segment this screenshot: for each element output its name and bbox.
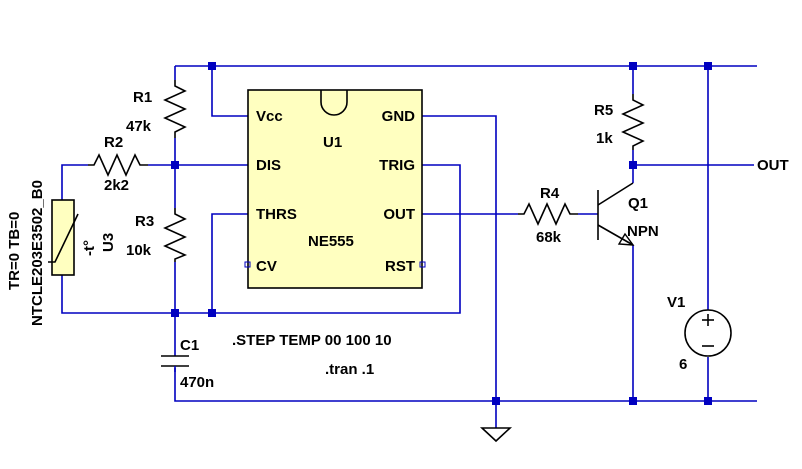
junction-dot [704,397,712,405]
r3-value-label: 10k [126,242,152,259]
junction-dot [208,309,216,317]
u1-body [247,89,423,289]
q1-collector [597,182,634,206]
r5-zigzag [621,94,645,150]
wires [61,65,757,428]
r1-value-label: 47k [126,118,152,135]
wire-thrs [211,213,248,313]
r3-zigzag [163,208,188,262]
q1-type-label: NPN [627,223,659,240]
junction-dot [629,161,637,169]
u3-model-label: NTCLE203E3502_B0 [29,180,46,326]
r1-name-label: R1 [133,89,152,106]
r3-name-label: R3 [135,213,154,230]
r2-value-label: 2k2 [104,177,129,194]
r4-zigzag [518,202,578,226]
r2-zigzag [88,153,148,177]
resistor-r2[interactable]: R2 2k2 [88,134,148,194]
step-directive[interactable]: .STEP TEMP 00 100 10 [232,332,392,349]
thermistor-u3[interactable]: -t° U3 TR=0 TB=0 NTCLE203E3502_B0 [6,180,117,326]
junction-dot [492,397,500,405]
c1-name-label: C1 [180,337,199,354]
wire-c1-bot [174,368,757,402]
capacitor-c1[interactable]: C1 470n [161,332,214,391]
pin-rst-label: RST [385,258,415,275]
pin-dis-label: DIS [256,157,281,174]
u3-name-label: U3 [100,233,117,252]
u1-ne555[interactable]: Vcc GND U1 DIS TRIG THRS OUT NE555 CV RS… [244,89,426,289]
junction-dot [629,62,637,70]
junction-dot [704,62,712,70]
pin-gnd-label: GND [382,108,416,125]
u1-name-label: U1 [323,134,342,151]
rst-pin-marker [419,261,426,268]
junction-dot [171,161,179,169]
u3-slash [48,213,79,263]
r2-name-label: R2 [104,134,123,151]
q1-emitter [597,224,634,246]
pin-cv-label: CV [256,258,277,275]
junction-dots [171,62,712,405]
q1-emitter-arrow [617,232,635,246]
c1-value-label: 470n [180,374,214,391]
resistor-r1[interactable]: R1 47k [126,80,187,138]
r1-zigzag [163,80,187,138]
u3-params-label: TR=0 TB=0 [6,212,23,290]
u1-model-label: NE555 [308,233,354,250]
pin-trig-label: TRIG [379,157,415,174]
transistor-q1[interactable]: Q1 NPN [597,182,659,246]
tran-directive[interactable]: .tran .1 [325,361,374,378]
junction-dot [171,309,179,317]
cv-pin-marker [244,261,251,268]
wire-r2-left [61,164,88,200]
resistor-r4[interactable]: R4 68k [518,185,578,246]
ground-icon [479,427,513,443]
out-net-label: OUT [757,157,789,174]
resistor-r3[interactable]: R3 10k [126,208,188,262]
r4-name-label: R4 [540,185,560,202]
pin-vcc-label: Vcc [256,108,283,125]
junction-dot [629,397,637,405]
pin-out-label: OUT [383,206,415,223]
wire-vcc [211,66,248,117]
voltage-source-v1[interactable]: V1 6 [667,294,732,373]
r5-name-label: R5 [594,102,613,119]
wire-gnd [422,115,497,428]
junction-dot [208,62,216,70]
v1-value-label: 6 [679,356,687,373]
q1-name-label: Q1 [628,195,648,212]
v1-name-label: V1 [667,294,685,311]
u3-symbol-label: -t° [81,240,98,256]
v1-circle [684,309,732,357]
r5-value-label: 1k [596,130,613,147]
resistor-r5[interactable]: R5 1k [594,94,645,150]
pin-thrs-label: THRS [256,206,297,223]
u1-notch [320,90,348,116]
u3-body [51,199,75,276]
wire-u3-bottom [61,164,461,314]
r4-value-label: 68k [536,229,562,246]
